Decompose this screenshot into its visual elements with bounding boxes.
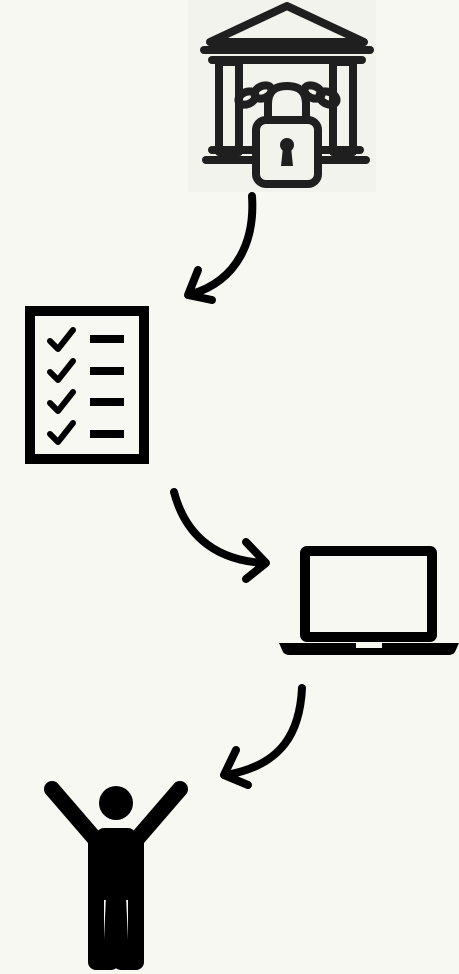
laptop-icon <box>279 546 459 655</box>
arrow-bank-to-checklist <box>184 192 257 304</box>
arrow-checklist-to-laptop <box>170 488 270 583</box>
bank-lock-icon <box>188 0 376 192</box>
checklist-icon <box>25 306 149 464</box>
celebrating-person-icon <box>44 781 188 970</box>
arrow-laptop-to-person <box>220 684 306 789</box>
